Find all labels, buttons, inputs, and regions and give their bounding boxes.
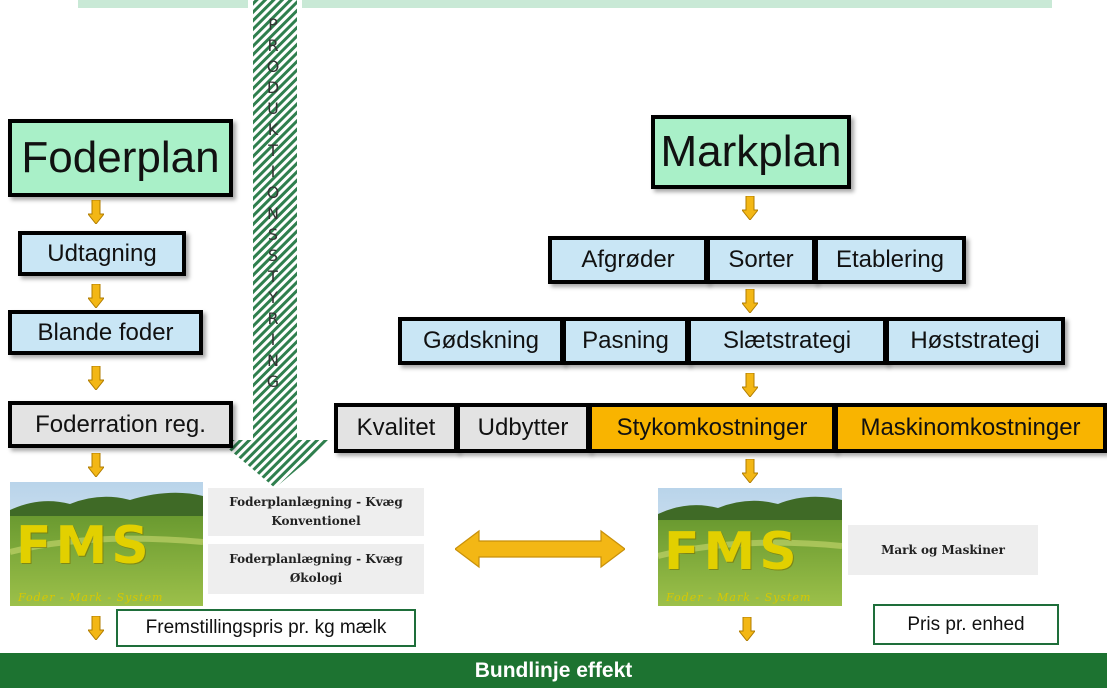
production-letter: O	[266, 183, 280, 202]
production-letter: T	[268, 141, 278, 160]
slaetstrategi-box: Slætstrategi	[687, 317, 887, 365]
down-arrow-icon	[742, 289, 758, 313]
production-letter: O	[266, 57, 280, 76]
down-arrow-icon	[739, 617, 755, 641]
step-udtagning: Udtagning	[18, 231, 186, 276]
foderplan-title: Foderplan	[8, 119, 233, 197]
production-letter: K	[267, 120, 279, 139]
down-arrow-icon	[88, 453, 104, 477]
production-letter: S	[267, 246, 279, 265]
down-arrow-icon	[742, 196, 758, 220]
production-letter: Y	[268, 288, 278, 307]
production-letter: I	[270, 330, 276, 349]
production-letter: P	[268, 15, 278, 34]
cropped-header	[78, 0, 1052, 8]
pasning-box: Pasning	[562, 317, 689, 365]
production-letter: D	[266, 78, 280, 97]
production-letter: R	[267, 309, 279, 328]
kvalitet-box: Kvalitet	[334, 403, 458, 453]
step-blande-foder: Blande foder	[8, 310, 203, 355]
tile-mark-og-maskiner[interactable]: Mark og Maskiner	[848, 525, 1038, 575]
bundlinje-banner: Bundlinje effekt	[0, 653, 1107, 688]
pris-pr-enhed-box: Pris pr. enhed	[873, 604, 1059, 645]
markplan-title: Markplan	[651, 115, 851, 189]
tile-foderplan-konventionel[interactable]: Foderplanlægning - Kvæg Konventionel	[208, 488, 424, 536]
down-arrow-icon	[742, 373, 758, 397]
godskning-box: Gødskning	[398, 317, 564, 365]
maskinomkostninger-box: Maskinomkostninger	[834, 403, 1107, 453]
production-letter: G	[266, 372, 280, 391]
production-letter: T	[268, 267, 278, 286]
production-letter: R	[267, 36, 279, 55]
production-letter: N	[267, 351, 279, 370]
step-foderration: Foderration reg.	[8, 401, 233, 448]
hoststrategi-box: Høststrategi	[885, 317, 1065, 365]
afgroder-box: Afgrøder	[548, 236, 708, 284]
etablering-box: Etablering	[814, 236, 966, 284]
double-arrow-icon	[455, 529, 625, 569]
down-arrow-icon	[88, 284, 104, 308]
fms-logo-right: FMS Foder - Mark - System	[658, 488, 842, 606]
fremstillingspris-box: Fremstillingspris pr. kg mælk	[116, 609, 416, 647]
down-arrow-icon	[88, 366, 104, 390]
production-letter: I	[270, 162, 276, 181]
production-letter: S	[267, 225, 279, 244]
sorter-box: Sorter	[706, 236, 816, 284]
stykomkostninger-box: Stykomkostninger	[588, 403, 836, 453]
tile-foderplan-okologi[interactable]: Foderplanlægning - Kvæg Økologi	[208, 544, 424, 594]
production-letter: U	[267, 99, 279, 118]
fms-logo-left: FMS Foder - Mark - System	[10, 482, 203, 606]
down-arrow-icon	[88, 616, 104, 640]
udbytter-box: Udbytter	[456, 403, 590, 453]
down-arrow-icon	[742, 459, 758, 483]
down-arrow-icon	[88, 200, 104, 224]
production-letter: N	[267, 204, 279, 223]
